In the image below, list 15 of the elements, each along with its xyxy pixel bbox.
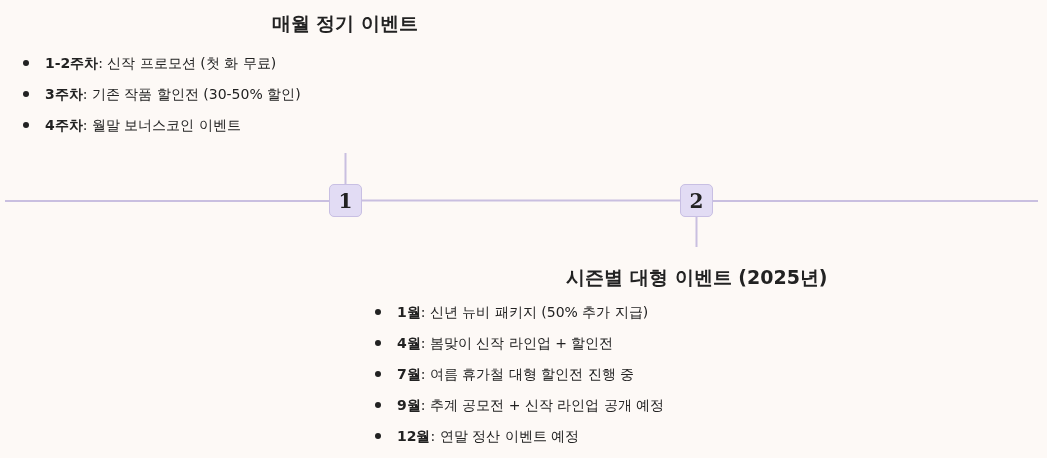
list-item: 7월: 여름 휴가철 대형 할인전 진행 중 (397, 365, 635, 384)
connector-line (344, 152, 347, 185)
list-item: 1월: 신년 뉴비 패키지 (50% 추가 지급) (397, 303, 649, 322)
list-item: 9월: 추계 공모전 + 신작 라인업 공개 예정 (397, 396, 665, 415)
list-item: 4월: 봄맞이 신작 라인업 + 할인전 (397, 334, 614, 353)
timeline-marker: 2 (680, 184, 713, 217)
list-item: 4주차: 월말 보너스코인 이벤트 (45, 116, 241, 135)
section-heading: 시즌별 대형 이벤트 (2025년) (565, 265, 829, 290)
connector-line (361, 199, 681, 202)
list-item: 1-2주차: 신작 프로모션 (첫 화 무료) (45, 54, 277, 73)
timeline-marker: 1 (329, 184, 362, 217)
connector-line (695, 216, 698, 248)
section-heading: 매월 정기 이벤트 (270, 11, 420, 36)
list-item: 3주차: 기존 작품 할인전 (30-50% 할인) (45, 85, 301, 104)
list-item: 12월: 연말 정산 이벤트 예정 (397, 427, 579, 446)
